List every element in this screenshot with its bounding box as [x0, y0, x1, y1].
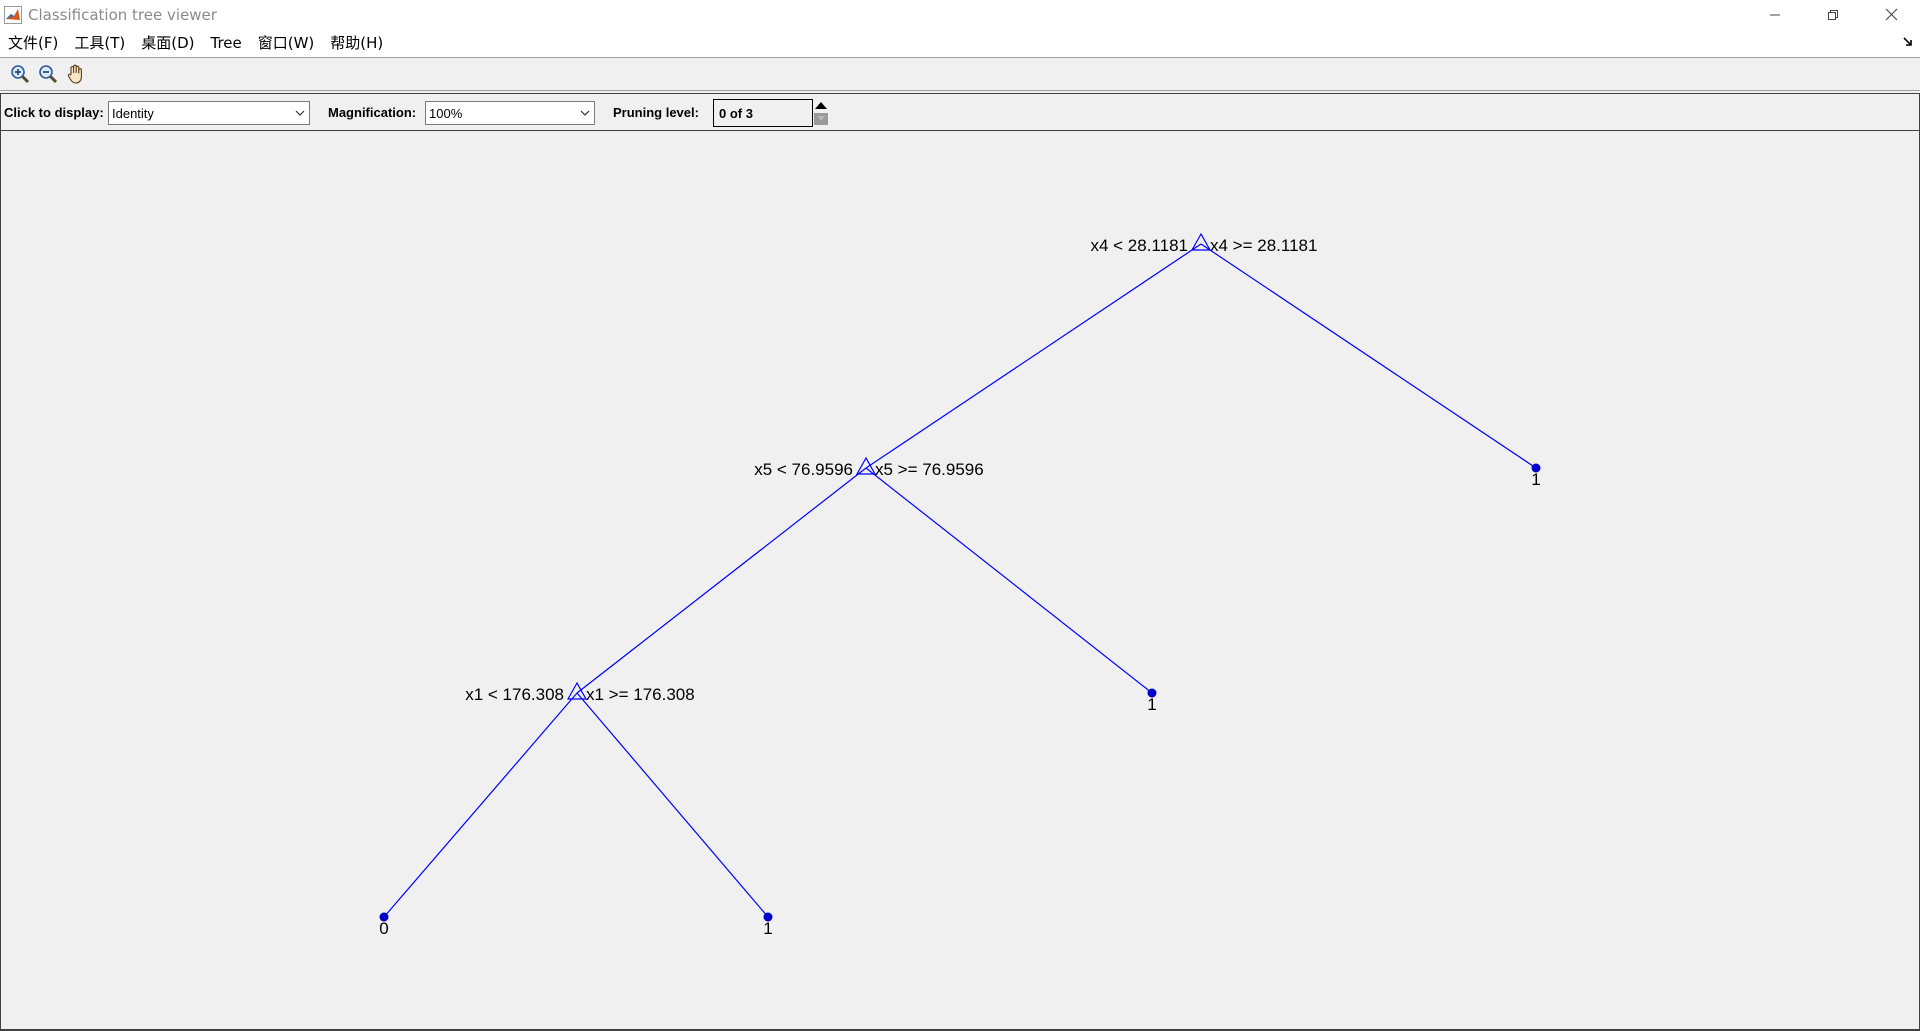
magnification-select-arrow[interactable]: [576, 102, 594, 124]
window-title: Classification tree viewer: [28, 5, 217, 24]
close-button[interactable]: [1862, 0, 1920, 29]
split-left-condition: x5 < 76.9596: [754, 460, 853, 479]
window-controls: [1746, 0, 1920, 29]
zoom-out-button[interactable]: [34, 60, 62, 88]
magnification-label: Magnification:: [328, 105, 417, 120]
split-right-condition: x4 >= 28.1181: [1210, 236, 1317, 255]
split-left-condition: x1 < 176.308: [465, 685, 564, 704]
leaf-node-marker[interactable]: [1147, 688, 1157, 698]
menu-window[interactable]: 窗口(W): [257, 34, 315, 52]
chevron-down-icon: [295, 110, 305, 116]
tree-diagram: x4 < 28.1181 x4 >= 28.1181 x5 < 76.9596 …: [379, 232, 1541, 939]
tree-edge: [865, 467, 1153, 694]
menu-desktop[interactable]: 桌面(D): [141, 34, 195, 52]
pruning-decrease-arrow-icon[interactable]: [813, 112, 829, 126]
split-node[interactable]: x1 < 176.308 x1 >= 176.308: [465, 681, 695, 704]
menu-bar: 文件(F) 工具(T) 桌面(D) Tree 窗口(W) 帮助(H): [0, 29, 1920, 57]
minimize-icon: [1770, 14, 1780, 15]
minimize-button[interactable]: [1746, 0, 1804, 29]
menu-tree[interactable]: Tree: [210, 34, 242, 52]
pruning-level-field[interactable]: 0 of 3: [713, 99, 813, 127]
chevron-down-icon: [580, 110, 590, 116]
pan-hand-icon: [67, 64, 82, 84]
menu-help[interactable]: 帮助(H): [330, 34, 384, 52]
pruning-level-value: 0 of 3: [719, 106, 753, 121]
pruning-label: Pruning level:: [613, 105, 699, 120]
leaf-class-label: 1: [1531, 470, 1540, 489]
leaf-node[interactable]: 1: [1531, 463, 1541, 490]
menu-file[interactable]: 文件(F): [8, 34, 59, 52]
leaf-node[interactable]: 1: [1147, 688, 1157, 715]
menu-tools[interactable]: 工具(T): [74, 34, 126, 52]
magnification-select-value: 100%: [429, 106, 463, 121]
split-node-marker[interactable]: [1190, 232, 1212, 251]
leaf-node-marker[interactable]: [1531, 463, 1541, 473]
zoom-out-icon: [39, 65, 58, 84]
display-select-value: Identity: [112, 106, 154, 121]
leaf-class-label: 1: [763, 919, 772, 938]
tree-edge: [383, 692, 578, 918]
tree-canvas[interactable]: x4 < 28.1181 x4 >= 28.1181 x5 < 76.9596 …: [0, 131, 1920, 1031]
tree-edge: [576, 692, 769, 918]
leaf-class-label: 0: [379, 919, 388, 938]
leaf-node[interactable]: 0: [379, 912, 389, 939]
pan-button[interactable]: [62, 60, 90, 88]
split-right-condition: x5 >= 76.9596: [875, 460, 984, 479]
tree-edge: [865, 243, 1202, 469]
tree-edge: [1200, 243, 1537, 469]
leaf-node-marker[interactable]: [763, 912, 773, 922]
dock-arrow-icon[interactable]: [1902, 36, 1914, 48]
magnification-select[interactable]: 100%: [425, 101, 595, 125]
pruning-increase-arrow-icon[interactable]: [813, 98, 829, 112]
restore-button[interactable]: [1804, 0, 1862, 29]
close-icon: [1885, 8, 1897, 21]
display-label: Click to display:: [4, 105, 104, 120]
restore-icon: [1828, 9, 1838, 20]
split-node-marker[interactable]: [566, 681, 588, 700]
split-right-condition: x1 >= 176.308: [586, 685, 695, 704]
leaf-class-label: 1: [1147, 695, 1156, 714]
split-node-marker[interactable]: [855, 456, 877, 475]
zoom-in-button[interactable]: [6, 60, 34, 88]
display-select[interactable]: Identity: [108, 101, 310, 125]
matlab-logo-icon: [4, 5, 22, 24]
zoom-in-icon: [11, 65, 30, 84]
tree-edge: [576, 467, 867, 694]
control-panel: Click to display: Identity Magnification…: [0, 93, 1920, 131]
split-left-condition: x4 < 28.1181: [1090, 236, 1188, 255]
tool-bar: [0, 57, 1920, 91]
leaf-node[interactable]: 1: [763, 912, 773, 939]
display-select-arrow[interactable]: [291, 102, 309, 124]
split-node[interactable]: x4 < 28.1181 x4 >= 28.1181: [1090, 232, 1317, 255]
split-node[interactable]: x5 < 76.9596 x5 >= 76.9596: [754, 456, 984, 479]
leaf-node-marker[interactable]: [379, 912, 389, 922]
title-bar: Classification tree viewer: [0, 0, 1920, 29]
